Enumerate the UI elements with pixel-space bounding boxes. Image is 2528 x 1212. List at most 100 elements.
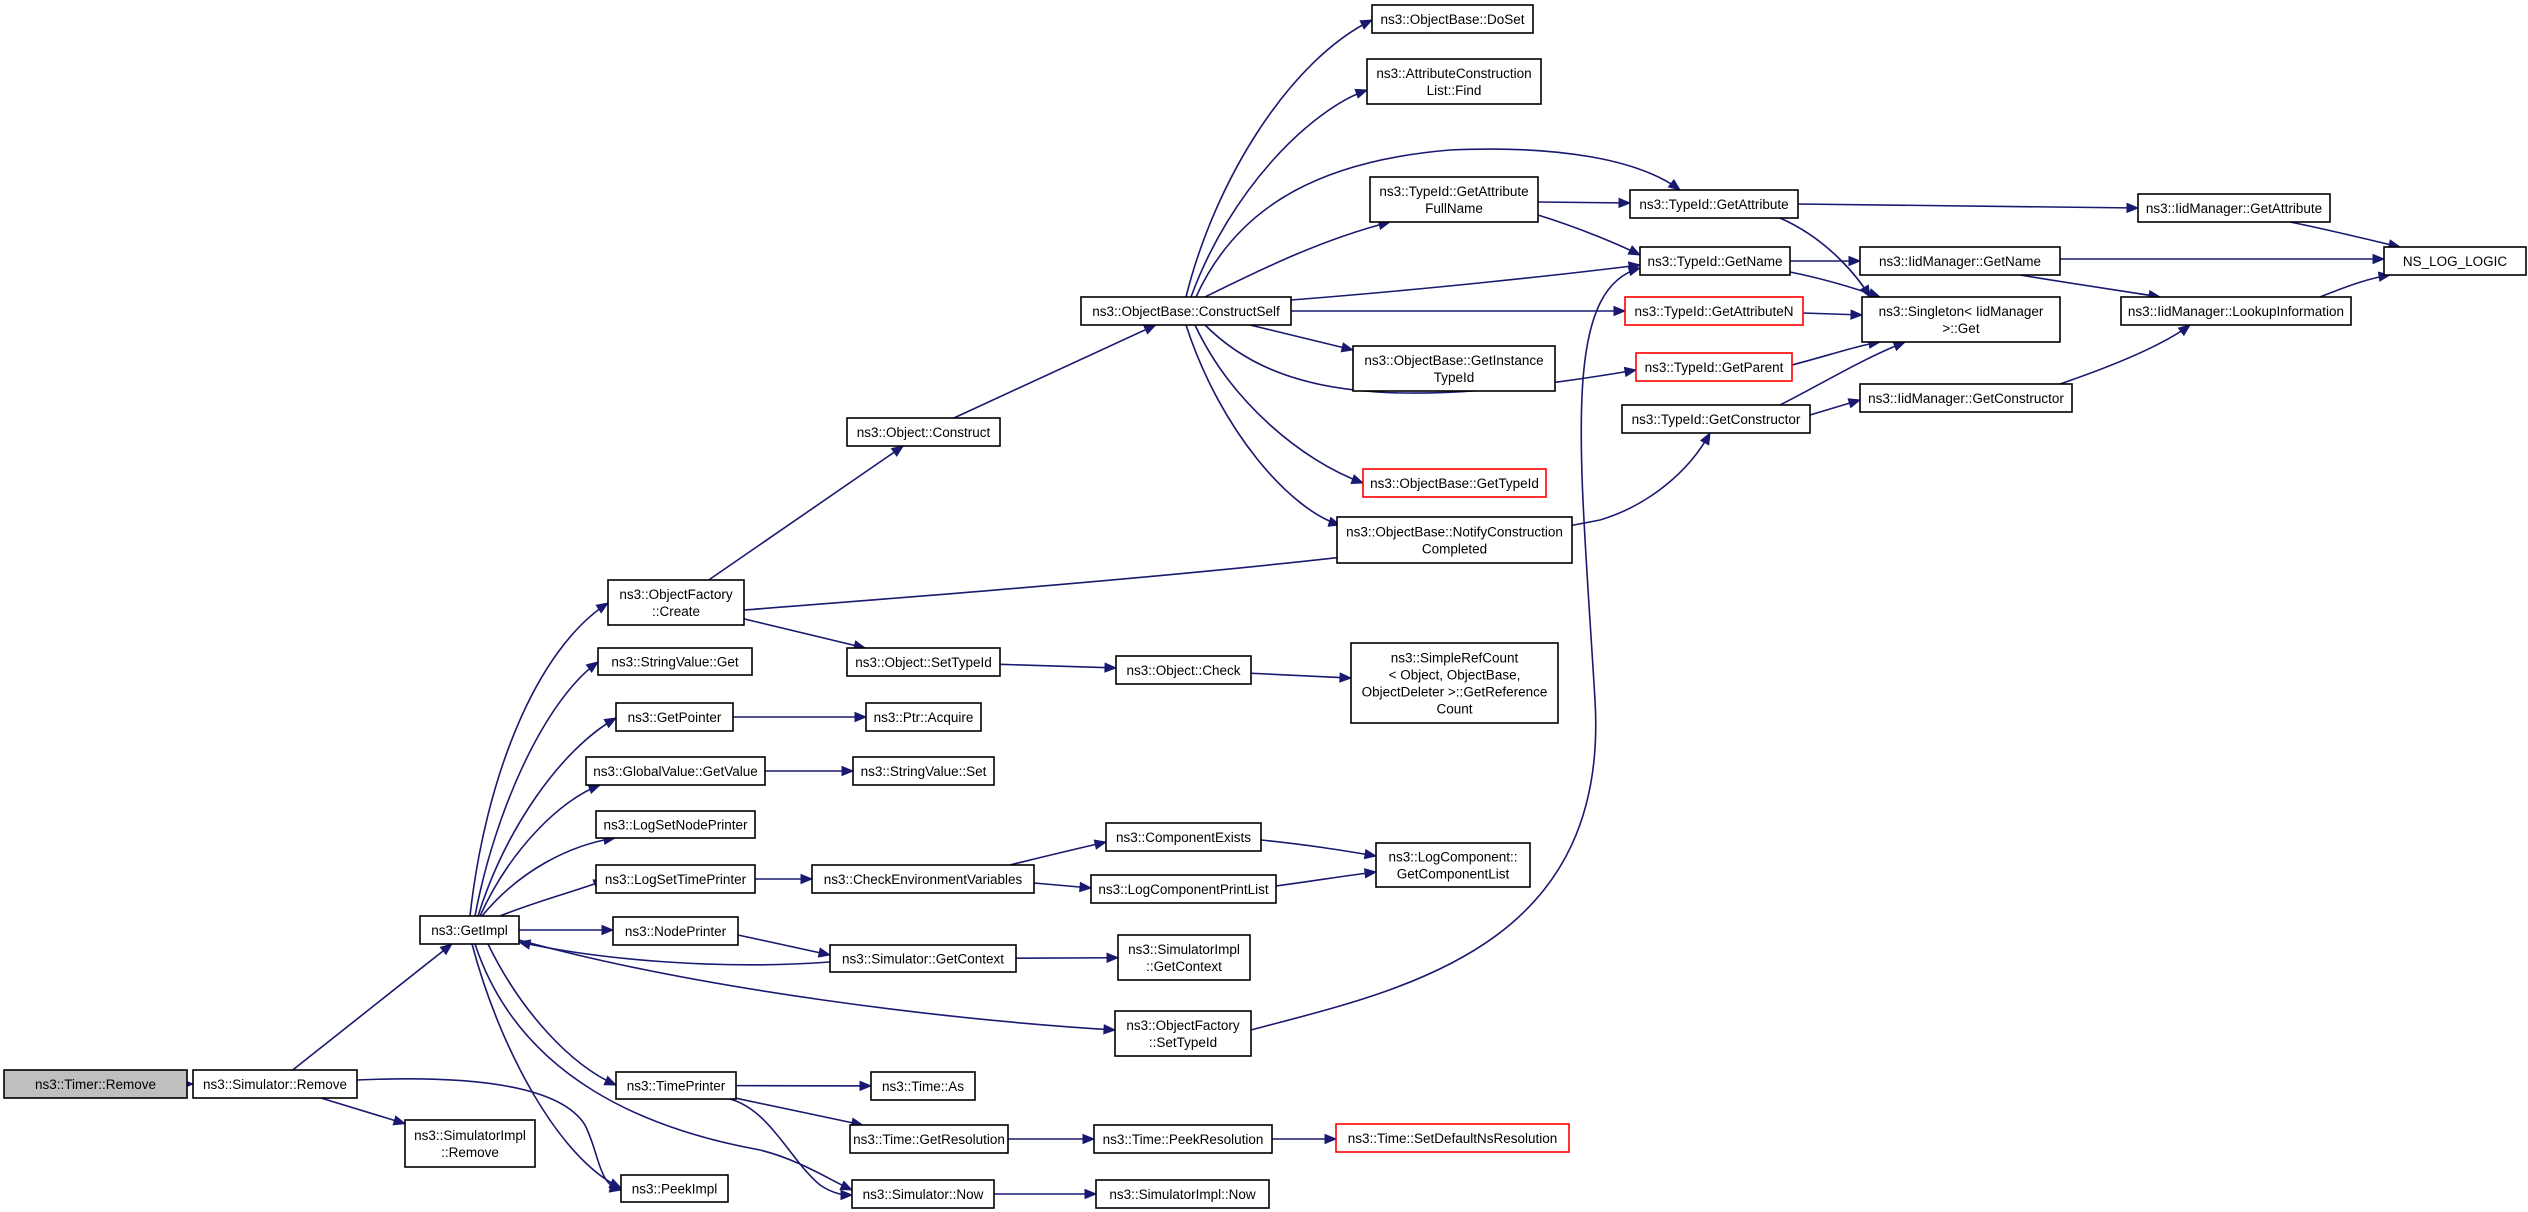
edge-ob_constructself-to-acl_find bbox=[1190, 88, 1369, 298]
node-stringvalue-get[interactable]: ns3::StringValue::Get bbox=[597, 647, 753, 676]
edge-line bbox=[320, 1097, 406, 1125]
node-iid-getattribute[interactable]: ns3::IidManager::GetAttribute bbox=[2137, 193, 2331, 223]
node-nodeprinter[interactable]: ns3::NodePrinter bbox=[612, 916, 739, 946]
arrowhead bbox=[585, 661, 600, 673]
node-ptr-acquire[interactable]: ns3::Ptr::Acquire bbox=[865, 702, 982, 732]
node-object-construct[interactable]: ns3::Object::Construct bbox=[846, 417, 1001, 447]
node-timer-remove[interactable]: ns3::Timer::Remove bbox=[3, 1069, 188, 1099]
node-label: ObjectDeleter >::GetReference bbox=[1362, 685, 1548, 700]
edge-line bbox=[518, 941, 831, 966]
node-label: ns3::ComponentExists bbox=[1116, 830, 1251, 845]
arrowhead bbox=[1093, 839, 1108, 850]
edge-sim_remove-to-simimpl_remove bbox=[320, 1097, 407, 1126]
arrowhead bbox=[1618, 197, 1632, 209]
node-time-as[interactable]: ns3::Time::As bbox=[870, 1071, 976, 1101]
node-ns-log-logic[interactable]: NS_LOG_LOGIC bbox=[2383, 246, 2527, 276]
node-tid-getname[interactable]: ns3::TypeId::GetName bbox=[1639, 246, 1791, 276]
node-of-settypeid[interactable]: ns3::ObjectFactory::SetTypeId bbox=[1114, 1010, 1252, 1057]
node-object-check[interactable]: ns3::Object::Check bbox=[1115, 655, 1252, 685]
arrowhead bbox=[2126, 202, 2140, 214]
edge-line bbox=[518, 939, 1116, 1031]
node-label: ns3::LogSetTimePrinter bbox=[605, 872, 747, 887]
edge-iid_getname-to-ns_log_logic bbox=[2060, 253, 2386, 265]
node-box bbox=[612, 916, 739, 946]
node-tid-getattribute[interactable]: ns3::TypeId::GetAttribute bbox=[1629, 189, 1799, 219]
node-logcompprintlist[interactable]: ns3::LogComponentPrintList bbox=[1090, 874, 1277, 904]
node-label: ns3::SimulatorImpl bbox=[414, 1128, 526, 1143]
edge-line bbox=[356, 1078, 622, 1191]
node-box bbox=[1362, 468, 1547, 498]
node-box bbox=[1335, 1123, 1570, 1153]
node-simimpl-remove[interactable]: ns3::SimulatorImpl::Remove bbox=[404, 1119, 536, 1168]
node-sim-now[interactable]: ns3::Simulator::Now bbox=[851, 1179, 995, 1209]
node-logtimeprinter[interactable]: ns3::LogSetTimePrinter bbox=[595, 864, 756, 894]
node-ob-doset[interactable]: ns3::ObjectBase::DoSet bbox=[1371, 4, 1534, 34]
node-sim-remove[interactable]: ns3::Simulator::Remove bbox=[192, 1069, 358, 1099]
edge-line bbox=[469, 602, 609, 917]
node-iid-getname[interactable]: ns3::IidManager::GetName bbox=[1859, 246, 2061, 276]
node-label: ns3::ObjectFactory bbox=[1126, 1018, 1240, 1033]
node-label: ns3::TypeId::GetAttribute bbox=[1639, 197, 1788, 212]
node-simplerefcount[interactable]: ns3::SimpleRefCount< Object, ObjectBase,… bbox=[1350, 642, 1559, 724]
node-getimpl[interactable]: ns3::GetImpl bbox=[419, 915, 520, 945]
edge-getimpl-to-sim_now bbox=[474, 943, 854, 1191]
edge-timeprinter-to-time_as bbox=[735, 1080, 873, 1092]
edge-line bbox=[1185, 19, 1373, 298]
node-box bbox=[846, 417, 1001, 447]
node-iid-lookup[interactable]: ns3::IidManager::LookupInformation bbox=[2120, 296, 2352, 326]
node-peekimpl[interactable]: ns3::PeekImpl bbox=[620, 1174, 729, 1203]
node-logcomp-getlist[interactable]: ns3::LogComponent::GetComponentList bbox=[1375, 842, 1531, 888]
arrowhead bbox=[1082, 1133, 1096, 1145]
node-label: ns3::NodePrinter bbox=[625, 924, 727, 939]
node-label: ::Create bbox=[652, 604, 700, 619]
node-box bbox=[585, 756, 766, 786]
node-label: TypeId bbox=[1434, 370, 1475, 385]
node-label: ns3::TypeId::GetAttributeN bbox=[1634, 304, 1793, 319]
node-box bbox=[1093, 1124, 1273, 1154]
edge-line bbox=[1275, 871, 1377, 887]
node-sim-getcontext[interactable]: ns3::Simulator::GetContext bbox=[829, 944, 1017, 973]
edge-getimpl-to-of_create bbox=[469, 602, 610, 917]
node-label: ns3::SimpleRefCount bbox=[1391, 651, 1519, 666]
edge-object_check-to-simplerefcount bbox=[1250, 672, 1353, 683]
node-timeprinter[interactable]: ns3::TimePrinter bbox=[615, 1071, 737, 1100]
node-ob-gettypeid[interactable]: ns3::ObjectBase::GetTypeId bbox=[1362, 468, 1547, 498]
node-componentexists[interactable]: ns3::ComponentExists bbox=[1105, 822, 1262, 852]
node-gv-getvalue[interactable]: ns3::GlobalValue::GetValue bbox=[585, 756, 766, 786]
node-label: ::SetTypeId bbox=[1149, 1035, 1217, 1050]
edge-line bbox=[1537, 214, 1641, 256]
node-time-peekres[interactable]: ns3::Time::PeekResolution bbox=[1093, 1124, 1273, 1154]
node-time-getres[interactable]: ns3::Time::GetResolution bbox=[849, 1124, 1009, 1154]
edge-line bbox=[2059, 324, 2191, 385]
node-simimpl-now[interactable]: ns3::SimulatorImpl::Now bbox=[1095, 1179, 1270, 1209]
edge-getimpl-to-gv_getvalue bbox=[479, 784, 602, 917]
node-time-setdefault[interactable]: ns3::Time::SetDefaultNsResolution bbox=[1335, 1123, 1570, 1153]
node-tid-getparent[interactable]: ns3::TypeId::GetParent bbox=[1635, 352, 1793, 382]
node-simimpl-getcontext[interactable]: ns3::SimulatorImpl::GetContext bbox=[1117, 934, 1251, 981]
node-label: ns3::LogComponent:: bbox=[1388, 850, 1517, 865]
node-lognodeprinter[interactable]: ns3::LogSetNodePrinter bbox=[595, 810, 756, 839]
edge-line bbox=[1779, 341, 1906, 406]
node-label: ns3::TypeId::GetName bbox=[1647, 254, 1782, 269]
node-of-create[interactable]: ns3::ObjectFactory::Create bbox=[607, 579, 745, 626]
edge-line bbox=[1537, 201, 1631, 204]
node-tid-getconstructor[interactable]: ns3::TypeId::GetConstructor bbox=[1621, 404, 1811, 434]
node-ob-notify[interactable]: ns3::ObjectBase::NotifyConstructionCompl… bbox=[1336, 516, 1573, 564]
node-tid-getattributen[interactable]: ns3::TypeId::GetAttributeN bbox=[1624, 296, 1804, 326]
node-getpointer[interactable]: ns3::GetPointer bbox=[615, 702, 734, 732]
node-iid-getconstructor[interactable]: ns3::IidManager::GetConstructor bbox=[1859, 383, 2073, 413]
arrowhead bbox=[817, 947, 832, 958]
node-checkenv[interactable]: ns3::CheckEnvironmentVariables bbox=[811, 864, 1035, 894]
arrowhead bbox=[2372, 253, 2386, 265]
edge-ob_constructself-to-tid_getattrfullname bbox=[1204, 219, 1392, 298]
edge-line bbox=[1791, 341, 1881, 366]
arrowhead bbox=[1627, 261, 1642, 272]
node-ob-constructself[interactable]: ns3::ObjectBase::ConstructSelf bbox=[1080, 296, 1292, 326]
node-stringvalue-set[interactable]: ns3::StringValue::Set bbox=[852, 756, 995, 786]
node-singleton-get[interactable]: ns3::Singleton< IidManager >::Get bbox=[1861, 296, 2061, 343]
node-object-settypeid[interactable]: ns3::Object::SetTypeId bbox=[846, 647, 1001, 677]
node-label: ns3::AttributeConstruction bbox=[1376, 66, 1531, 81]
